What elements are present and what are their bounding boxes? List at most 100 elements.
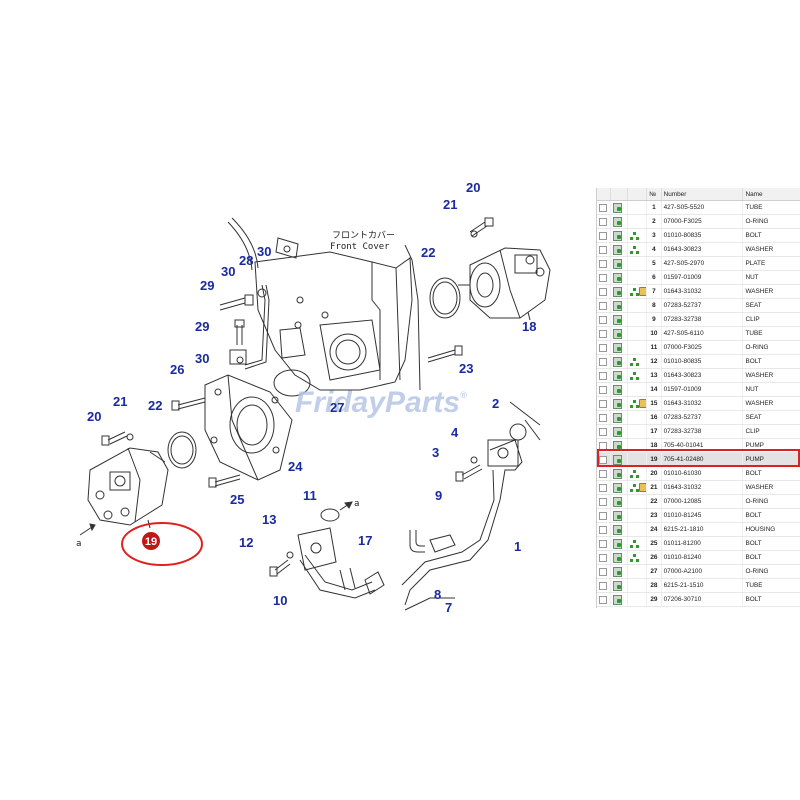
document-icon[interactable]	[612, 538, 622, 549]
hierarchy-icon[interactable]	[630, 483, 639, 492]
document-icon[interactable]	[612, 552, 622, 563]
document-icon[interactable]	[612, 258, 622, 269]
document-icon[interactable]	[612, 314, 622, 325]
document-icon[interactable]	[612, 468, 622, 479]
header-number[interactable]: Number	[661, 188, 744, 201]
package-icon[interactable]	[639, 483, 646, 492]
hierarchy-icon[interactable]	[630, 539, 639, 548]
row-checkbox[interactable]	[599, 357, 607, 366]
hierarchy-icon[interactable]	[630, 287, 639, 296]
document-icon[interactable]	[612, 496, 622, 507]
document-icon[interactable]	[612, 328, 622, 339]
row-checkbox[interactable]	[599, 399, 607, 408]
row-checkbox[interactable]	[599, 455, 607, 464]
hierarchy-icon[interactable]	[630, 399, 639, 408]
row-checkbox[interactable]	[599, 231, 607, 240]
row-checkbox[interactable]	[599, 427, 607, 436]
document-icon[interactable]	[612, 216, 622, 227]
document-icon[interactable]	[612, 286, 622, 297]
hierarchy-icon[interactable]	[630, 553, 639, 562]
package-icon[interactable]	[639, 399, 646, 408]
document-icon[interactable]	[612, 398, 622, 409]
row-checkbox[interactable]	[599, 301, 607, 310]
row-checkbox[interactable]	[599, 343, 607, 352]
row-checkbox[interactable]	[599, 385, 607, 394]
row-checkbox[interactable]	[599, 413, 607, 422]
document-icon[interactable]	[612, 482, 622, 493]
document-icon[interactable]	[612, 230, 622, 241]
document-icon[interactable]	[612, 356, 622, 367]
document-icon[interactable]	[612, 412, 622, 423]
document-icon[interactable]	[612, 370, 622, 381]
row-checkbox[interactable]	[599, 567, 607, 576]
document-icon[interactable]	[612, 244, 622, 255]
row-checkbox[interactable]	[599, 273, 607, 282]
document-icon[interactable]	[612, 342, 622, 353]
document-icon[interactable]	[612, 454, 622, 465]
row-checkbox[interactable]	[599, 259, 607, 268]
header-name[interactable]: Name	[742, 188, 800, 201]
row-checkbox[interactable]	[599, 581, 607, 590]
document-icon[interactable]	[612, 202, 622, 213]
document-icon[interactable]	[612, 440, 622, 451]
row-checkbox[interactable]	[599, 287, 607, 296]
row-checkbox[interactable]	[599, 525, 607, 534]
hierarchy-icon[interactable]	[630, 371, 639, 380]
document-icon[interactable]	[612, 384, 622, 395]
row-checkbox[interactable]	[599, 483, 607, 492]
document-icon[interactable]	[612, 566, 622, 577]
row-checkbox[interactable]	[599, 203, 607, 212]
row-checkbox[interactable]	[599, 217, 607, 226]
row-checkbox[interactable]	[599, 371, 607, 380]
row-checkbox[interactable]	[599, 245, 607, 254]
document-icon[interactable]	[612, 426, 622, 437]
row-checkbox[interactable]	[599, 469, 607, 478]
document-icon[interactable]	[612, 272, 622, 283]
document-icon[interactable]	[612, 524, 622, 535]
document-icon[interactable]	[612, 300, 622, 311]
hierarchy-icon[interactable]	[630, 357, 639, 366]
document-icon[interactable]	[612, 580, 622, 591]
hierarchy-icon[interactable]	[630, 231, 639, 240]
hierarchy-icon[interactable]	[630, 469, 639, 478]
row-checkbox[interactable]	[599, 553, 607, 562]
row-checkbox[interactable]	[599, 511, 607, 520]
document-icon[interactable]	[612, 510, 622, 521]
hierarchy-icon[interactable]	[630, 245, 639, 254]
row-checkbox[interactable]	[599, 497, 607, 506]
row-checkbox[interactable]	[599, 595, 607, 604]
row-checkbox[interactable]	[599, 539, 607, 548]
row-checkbox[interactable]	[599, 441, 607, 450]
document-icon[interactable]	[612, 594, 622, 605]
row-checkbox[interactable]	[599, 329, 607, 338]
callout-19-badge[interactable]	[142, 532, 160, 550]
